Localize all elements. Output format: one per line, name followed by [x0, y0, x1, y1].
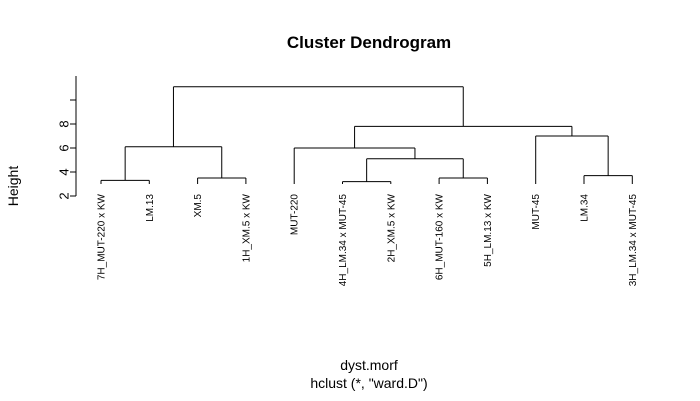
leaf-label: 2H_XM.5 x KW	[386, 193, 397, 262]
leaf-labels: 7H_MUT-220 x KW LM.13 XM.5 1H_XM.5 x KW MUT-…	[97, 193, 639, 286]
y-axis-label: Height	[5, 166, 21, 207]
y-tick-label: 2	[57, 192, 72, 199]
y-axis-ticks: 2 4 6 8	[57, 99, 76, 200]
y-tick-label: 4	[57, 168, 72, 175]
leaf-label: MUT-220	[290, 194, 301, 236]
y-tick-label: 6	[57, 144, 72, 151]
leaf-label: MUT-45	[531, 194, 542, 230]
chart-title: Cluster Dendrogram	[287, 33, 451, 52]
leaf-label: XM.5	[193, 194, 204, 218]
leaf-label: 6H_MUT-160 x KW	[435, 193, 446, 280]
dendrogram-branches	[100, 86, 633, 184]
leaf-label: LM.13	[145, 194, 156, 222]
leaf-label: 7H_MUT-220 x KW	[97, 193, 108, 280]
leaf-label: 4H_LM.34 x MUT-45	[338, 194, 349, 287]
leaf-label: 3H_LM.34 x MUT-45	[628, 194, 639, 287]
y-tick-label: 8	[57, 120, 72, 127]
leaf-label: LM.34	[580, 194, 591, 222]
leaf-label: 1H_XM.5 x KW	[241, 193, 252, 262]
x-axis-label: dyst.morf	[340, 357, 398, 373]
x-axis-sublabel: hclust (*, "ward.D")	[310, 375, 427, 391]
leaf-label: 5H_LM.13 x KW	[483, 193, 494, 266]
